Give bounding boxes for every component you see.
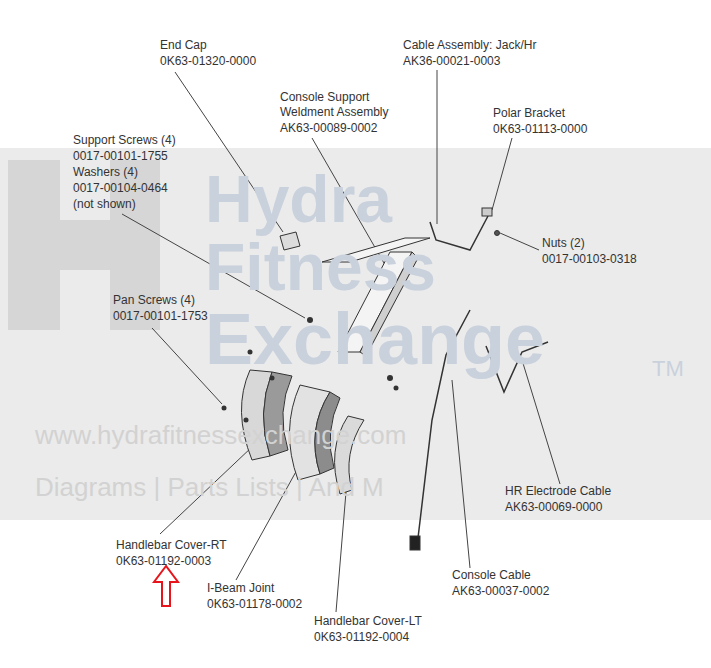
part-name: Handlebar Cover-LT bbox=[314, 614, 422, 628]
part-number: 0K63-01192-0004 bbox=[314, 630, 409, 644]
part-name: Support Screws (4) bbox=[73, 133, 176, 147]
part-number: 0K63-01192-0003 bbox=[116, 554, 211, 568]
part-name: Console Support bbox=[280, 90, 369, 104]
part-name: Handlebar Cover-RT bbox=[116, 538, 227, 552]
part-number: 0017-00103-0318 bbox=[542, 252, 637, 266]
red-arrow bbox=[154, 566, 178, 606]
part-name: Nuts (2) bbox=[542, 236, 585, 250]
part-number: 0017-00104-0464 bbox=[73, 181, 168, 195]
part-number: 0K63-01178-0002 bbox=[207, 597, 302, 611]
part-number: AK36-00021-0003 bbox=[403, 54, 500, 68]
part-name: Console Cable bbox=[452, 568, 531, 582]
part-name: Washers (4) bbox=[73, 165, 138, 179]
watermark: TM bbox=[652, 356, 684, 382]
cable-jack-hr bbox=[430, 216, 488, 250]
note: (not shown) bbox=[73, 197, 136, 211]
part-name: I-Beam Joint bbox=[207, 581, 274, 595]
part-number: AK63-00089-0002 bbox=[280, 121, 377, 135]
watermark-ground bbox=[0, 148, 711, 520]
part-number: 0K63-01320-0000 bbox=[160, 54, 256, 68]
watermark: Hydra bbox=[205, 160, 392, 239]
part-name: Weldment Assembly bbox=[280, 105, 389, 119]
part-number: AK63-00037-0002 bbox=[452, 584, 549, 598]
part-number: 0017-00101-1755 bbox=[73, 149, 168, 163]
part-name: Polar Bracket bbox=[493, 106, 565, 120]
part-number: 0017-00101-1753 bbox=[113, 309, 208, 323]
part-number: AK63-00069-0000 bbox=[505, 500, 602, 514]
part-number: 0K63-01113-0000 bbox=[493, 122, 587, 136]
leader-lines bbox=[122, 70, 560, 612]
watermark: Diagrams | Parts Lists | And M bbox=[35, 472, 384, 503]
polar-bracket bbox=[482, 208, 492, 216]
watermark: Exchange bbox=[205, 296, 545, 382]
watermark: www.hydrafitnessexchange.com bbox=[35, 420, 406, 451]
part-name: Cable Assembly: Jack/Hr bbox=[403, 38, 536, 52]
part-name: Pan Screws (4) bbox=[113, 293, 195, 307]
watermark: Fitness bbox=[205, 228, 436, 307]
part-name: End Cap bbox=[160, 38, 207, 52]
part-name: HR Electrode Cable bbox=[505, 484, 611, 498]
